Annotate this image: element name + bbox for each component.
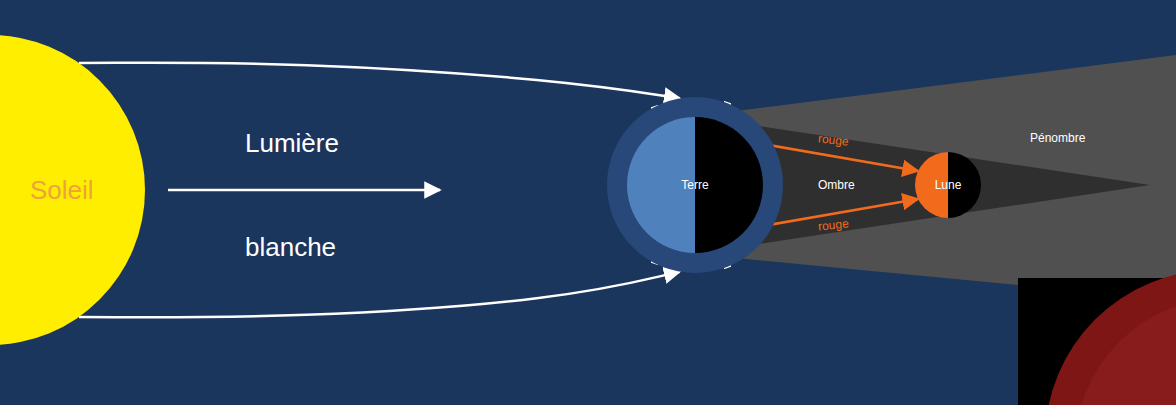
caption-text: blanche: [245, 232, 336, 263]
node-label: Soleil: [30, 175, 94, 206]
earth-circle: Terre: [607, 97, 783, 273]
light-ray: [79, 272, 680, 318]
sun-circle: Soleil: [0, 35, 145, 345]
node-label: Terre: [681, 178, 708, 192]
region-label: Ombre: [818, 178, 855, 192]
eclipse-photo: [1018, 270, 1176, 405]
light-ray: [79, 63, 680, 99]
moon-circle: Lune: [915, 152, 981, 218]
node-label: Lune: [935, 178, 962, 192]
light-ray: [168, 189, 440, 192]
region-label: Pénombre: [1030, 131, 1085, 145]
caption-text: Lumière: [245, 128, 339, 159]
